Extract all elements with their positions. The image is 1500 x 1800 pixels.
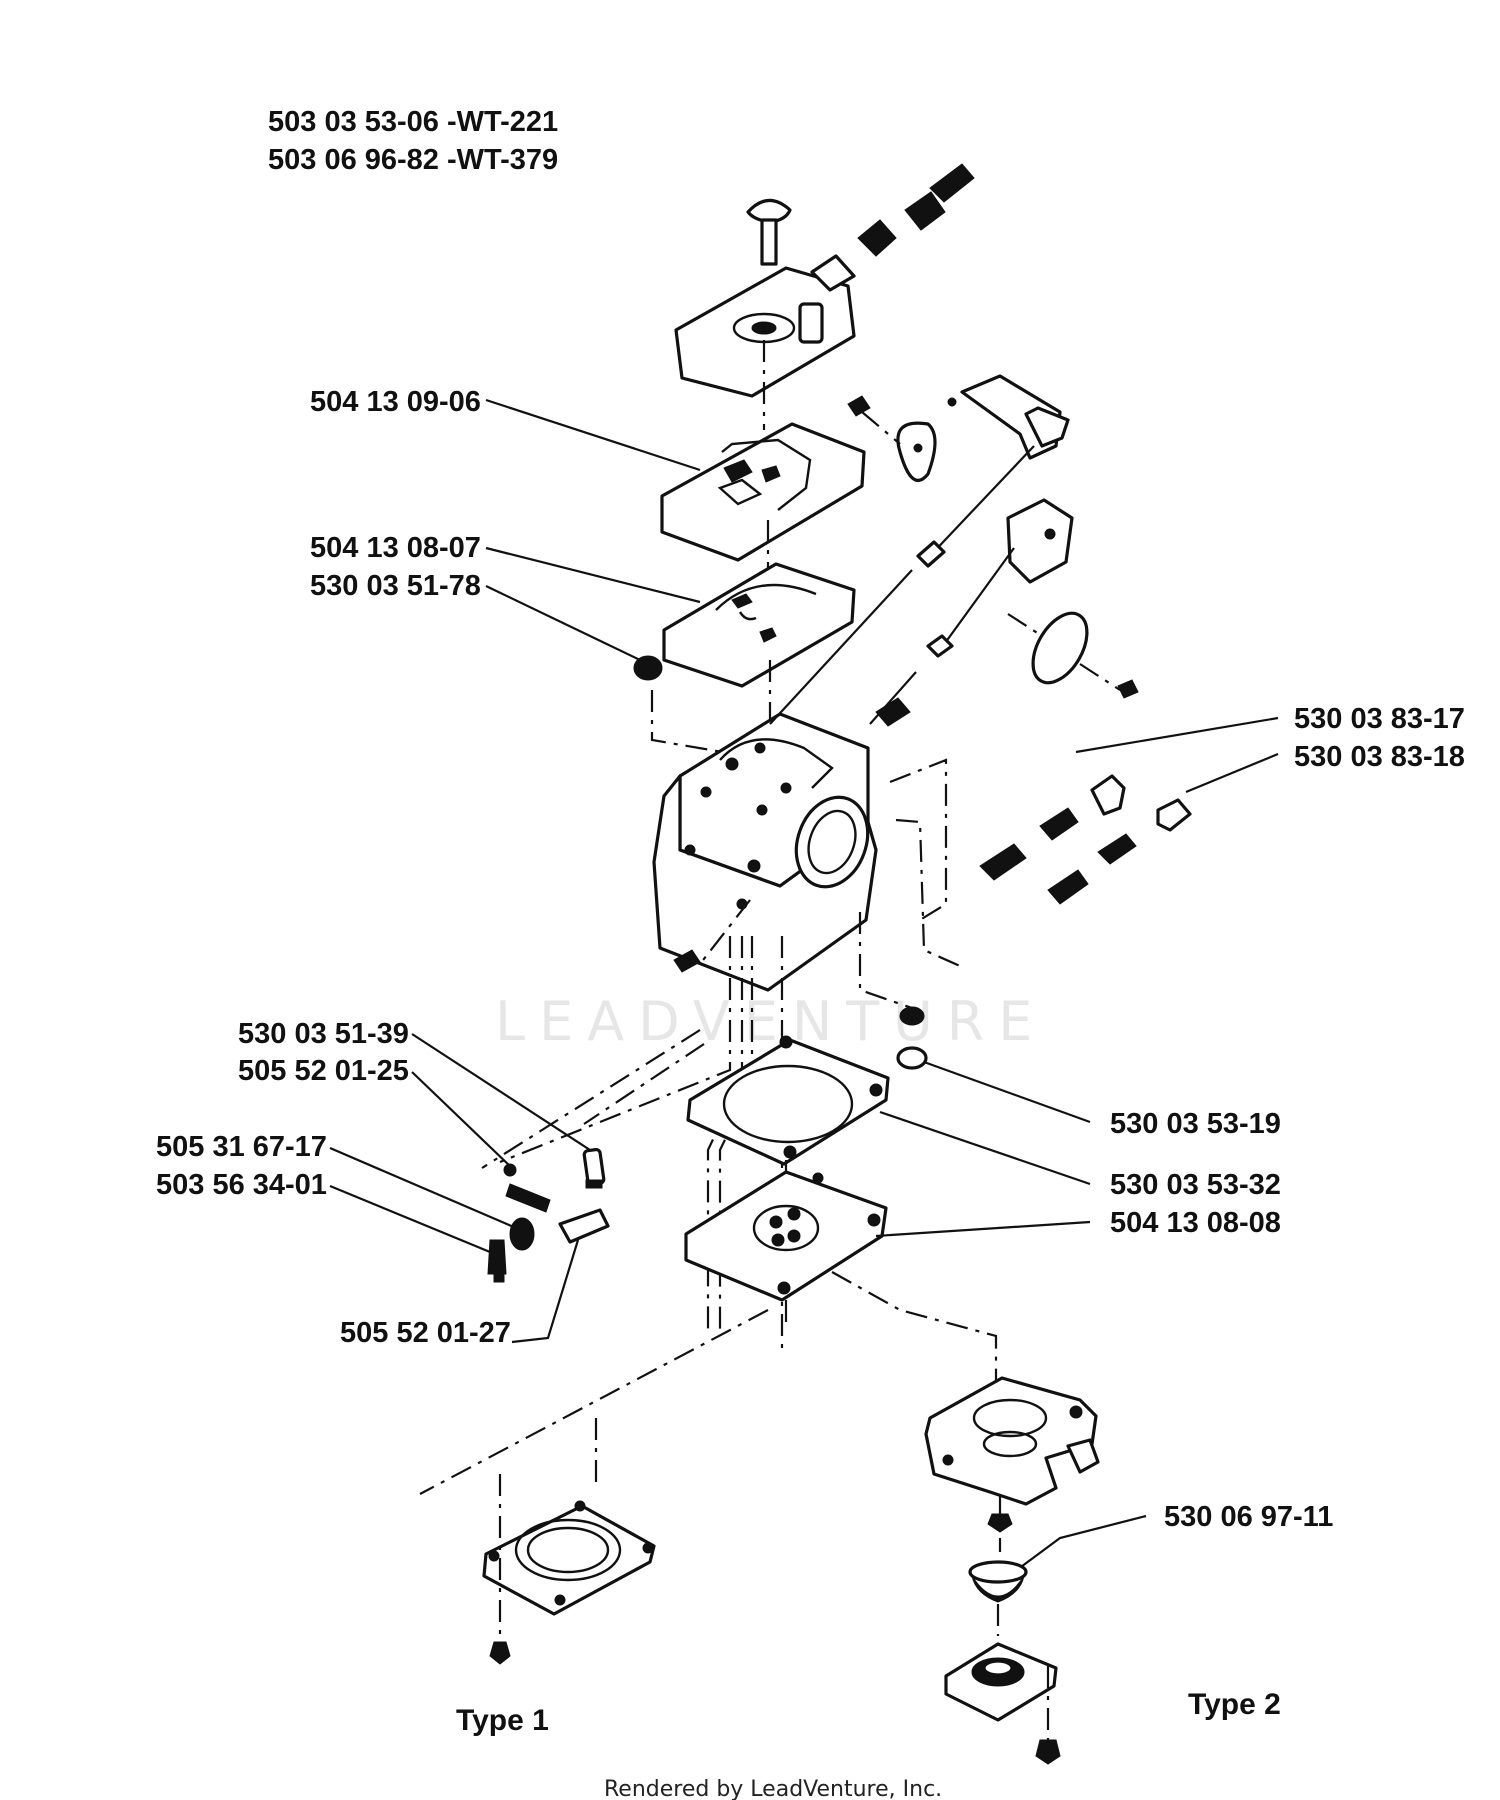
needle-503-56-34-01 xyxy=(487,1239,507,1283)
label-530-06-97-11: 530 06 97-11 xyxy=(1164,1501,1333,1533)
gasket-504-13-09-06 xyxy=(660,422,866,562)
label-530-03-83-18: 530 03 83-18 xyxy=(1294,741,1465,773)
label-505-52-01-27: 505 52 01-27 xyxy=(340,1317,511,1349)
check-valve-530-03-53-19 xyxy=(896,1006,928,1070)
top-screw xyxy=(746,198,792,266)
label-504-13-08-07: 504 13 08-07 xyxy=(310,532,481,564)
footer-credit: Rendered by LeadVenture, Inc. xyxy=(604,1777,942,1800)
adjust-needle-530-03-83-18 xyxy=(1047,798,1192,905)
label-505-31-67-17: 505 31 67-17 xyxy=(156,1131,327,1163)
plug-530-03-51-78 xyxy=(633,655,663,681)
choke-plate-top xyxy=(896,421,937,482)
adjust-needle-530-03-83-17 xyxy=(979,774,1126,881)
jet-530-03-51-39 xyxy=(582,1147,606,1189)
primer-bulb-retainer xyxy=(944,1642,1058,1722)
lever-505-52-01-27 xyxy=(558,1208,610,1244)
top-cover xyxy=(674,254,856,398)
diaphragm-504-13-08-07 xyxy=(662,562,856,688)
gasket-530-03-53-32 xyxy=(686,1035,890,1166)
type-2-label: Type 2 xyxy=(1188,1688,1281,1721)
label-530-03-51-78: 530 03 51-78 xyxy=(310,570,481,602)
label-530-03-83-17: 530 03 83-17 xyxy=(1294,703,1465,735)
type2-pump-cover xyxy=(924,1376,1100,1506)
label-504-13-08-08: 504 13 08-08 xyxy=(1110,1207,1281,1239)
type-1-label: Type 1 xyxy=(456,1704,549,1737)
choke-plate xyxy=(1031,611,1089,685)
diaphragm-504-13-08-08 xyxy=(684,1170,888,1302)
spring-505-31-67-17 xyxy=(509,1217,535,1251)
label-504-13-09-06: 504 13 09-06 xyxy=(310,386,481,418)
throttle-lever xyxy=(947,374,1070,460)
primer-bulb-530-06-97-11 xyxy=(968,1560,1028,1603)
label-503-56-34-01: 503 56 34-01 xyxy=(156,1169,327,1201)
label-530-03-53-19: 530 03 53-19 xyxy=(1110,1108,1281,1140)
carburetor-body xyxy=(652,712,878,992)
watermark: LEADVENTURE xyxy=(495,990,1046,1053)
kit-number-2: 503 06 96-82 -WT-379 xyxy=(268,144,558,176)
adjust-screw-top xyxy=(857,163,975,257)
label-530-03-53-32: 530 03 53-32 xyxy=(1110,1169,1281,1201)
kit-number-1: 503 03 53-06 -WT-221 xyxy=(268,106,558,138)
label-505-52-01-25: 505 52 01-25 xyxy=(238,1055,409,1087)
choke-lever xyxy=(1006,498,1074,584)
type1-pump-cover xyxy=(482,1500,656,1616)
label-530-03-51-39: 530 03 51-39 xyxy=(238,1018,409,1050)
spring-adjuster-small xyxy=(875,697,911,727)
pin-505-52-01-25 xyxy=(503,1163,551,1213)
